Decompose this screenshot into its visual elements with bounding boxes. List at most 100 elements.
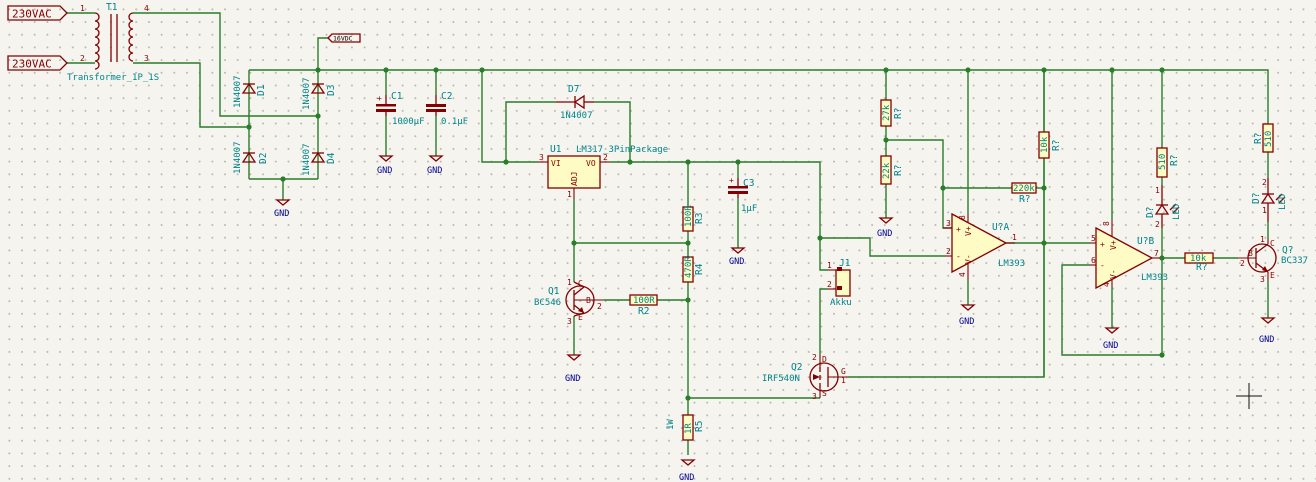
pin-number: 3 <box>946 219 951 228</box>
resistor-r3[interactable]: 100R R3 <box>682 205 705 232</box>
gnd-symbol: GND <box>679 459 696 482</box>
resistor-27k[interactable]: 27k R? <box>880 99 904 127</box>
pin-name: + <box>1100 240 1105 249</box>
diode-ref: D2 <box>258 153 269 164</box>
led-b[interactable]: 2 1 D? LED <box>1251 178 1288 222</box>
pin-name: B <box>586 296 591 305</box>
connector-j1[interactable]: 1 2 J1 Akku <box>827 258 852 308</box>
pin-number: 7 <box>1154 249 1159 258</box>
pin-name: G <box>841 367 846 376</box>
connector-ref: J1 <box>839 258 851 269</box>
capacitor-c2[interactable]: C2 0.1µF <box>426 91 468 127</box>
resistor-ref: R? <box>1019 194 1030 205</box>
gnd-symbol: GND <box>377 155 394 176</box>
pin-name: + <box>956 225 961 234</box>
gnd-symbol: GND <box>427 155 444 176</box>
transformer-value: Transformer_1P_1S <box>67 73 159 83</box>
transformer-ref: T1 <box>106 2 118 13</box>
pin-number: 2 <box>1262 178 1267 187</box>
resistor-r5[interactable]: 1R R5 1W <box>666 414 705 441</box>
svg-text:GND: GND <box>679 473 694 482</box>
diode-ref: D1 <box>256 84 267 96</box>
diode-value: 1N4007 <box>302 143 312 176</box>
resistor-10k[interactable]: 10k R? <box>1038 131 1062 159</box>
resistor-ref: R? <box>1169 155 1180 166</box>
transistor-q3[interactable]: 1 2 3 C B E Q? BC337 <box>1238 235 1308 284</box>
pin-number: 3 <box>144 54 149 63</box>
resistor-base-10k[interactable]: 10k R? <box>1184 252 1214 273</box>
svg-text:GND: GND <box>377 166 392 176</box>
pin-name: - <box>956 252 961 261</box>
resistor-ref: R? <box>893 108 904 119</box>
diode-d2[interactable]: D2 1N4007 <box>233 141 269 174</box>
pin-number: 5 <box>1091 234 1096 243</box>
pin-number: 1 <box>1260 235 1265 244</box>
resistor-value: 220k <box>1013 184 1035 194</box>
diode-d7[interactable]: D7 1N4007 <box>556 84 594 121</box>
mosfet-q2[interactable]: 2 1 3 D G S Q2 IRF540N <box>762 353 848 401</box>
resistor-ref: R? <box>1196 262 1207 273</box>
pin-name: VO <box>586 159 596 168</box>
net-label-16vdc[interactable]: 16VDC <box>327 33 361 43</box>
pin-name: E <box>1270 271 1275 280</box>
resistor-r2[interactable]: 100R R2 <box>629 294 658 317</box>
resistor-ref: R? <box>1253 133 1264 144</box>
resistor-510-b[interactable]: 510 R? <box>1253 123 1274 153</box>
gnd-symbol: GND <box>729 247 746 267</box>
gnd-symbol: GND <box>1259 317 1276 345</box>
pin-number: 2 <box>80 54 85 63</box>
diode-ref: D4 <box>326 152 337 164</box>
pin-number: 6 <box>1091 256 1096 265</box>
comparator-ub[interactable]: + - V+ V- 5 6 7 8 4 U?B LM393 <box>1090 220 1168 290</box>
transistor-q1[interactable]: 1 2 3 C B E Q1 BC546 <box>534 278 604 326</box>
resistor-ref: R? <box>893 165 904 176</box>
svg-text:GND: GND <box>565 374 580 384</box>
capacitor-c3[interactable]: + C3 1µF <box>728 176 757 214</box>
ac-input-port-2[interactable]: 230VAC <box>7 55 68 71</box>
port-label: 230VAC <box>12 58 52 71</box>
transformer-t1[interactable]: 1 2 4 3 T1 Transformer_1P_1S <box>67 2 159 83</box>
pin-name: ADJ <box>570 172 579 186</box>
svg-text:+: + <box>729 176 734 185</box>
junction-dots <box>246 67 1165 401</box>
pin-number: 1 <box>80 4 85 13</box>
led-value: LED <box>1172 204 1182 220</box>
diode-d1[interactable]: D1 1N4007 <box>233 75 267 108</box>
resistor-ref: R2 <box>638 306 649 317</box>
comparator-ua[interactable]: + - V+ V- 3 2 1 8 4 U?A LM393 <box>943 212 1025 280</box>
pin-name: V- <box>1109 269 1118 279</box>
led-ref: D? <box>1251 193 1262 204</box>
comparator-ref: U?B <box>1137 236 1154 247</box>
pin-number: 1 <box>841 376 846 385</box>
cap-ref: C2 <box>441 91 452 102</box>
svg-text:GND: GND <box>1259 335 1274 345</box>
diode-ref: D7 <box>568 84 579 95</box>
resistor-510-a[interactable]: 510 R? <box>1156 147 1180 178</box>
regulator-u1[interactable]: VI VO ADJ 3 2 1 U1 LM317_3PinPackage <box>538 144 668 199</box>
resistor-220k[interactable]: 220k R? <box>1011 182 1037 205</box>
cap-ref: C1 <box>391 91 403 102</box>
pin-number: 1 <box>567 190 572 199</box>
resistor-value: 510 <box>1264 131 1274 147</box>
diode-d4[interactable]: D4 1N4007 <box>302 143 337 176</box>
led-value: LED <box>1278 194 1288 210</box>
capacitor-c1[interactable]: + C1 1000µF <box>376 91 425 127</box>
ac-input-port-1[interactable]: 230VAC <box>7 5 68 21</box>
svg-text:GND: GND <box>959 317 974 327</box>
pin-number: 4 <box>958 272 967 277</box>
resistor-value: 100R <box>633 296 655 306</box>
pin-number: 2 <box>597 302 602 311</box>
resistor-22k[interactable]: 22k R? <box>880 155 904 185</box>
diode-d3[interactable]: D3 1N4007 <box>302 77 337 110</box>
resistor-value: 470R <box>684 256 694 278</box>
pin-number: 2 <box>812 353 817 362</box>
resistor-r4[interactable]: 470R R4 <box>682 256 705 283</box>
pin-name: E <box>578 313 583 322</box>
pin-name: - <box>1100 261 1105 270</box>
pin-number: 1 <box>827 261 832 270</box>
pin-number: 3 <box>567 317 572 326</box>
pin-number: 3 <box>539 153 544 162</box>
pin-number: 2 <box>1155 220 1160 229</box>
led-a[interactable]: 1 2 D? LED <box>1145 185 1182 229</box>
